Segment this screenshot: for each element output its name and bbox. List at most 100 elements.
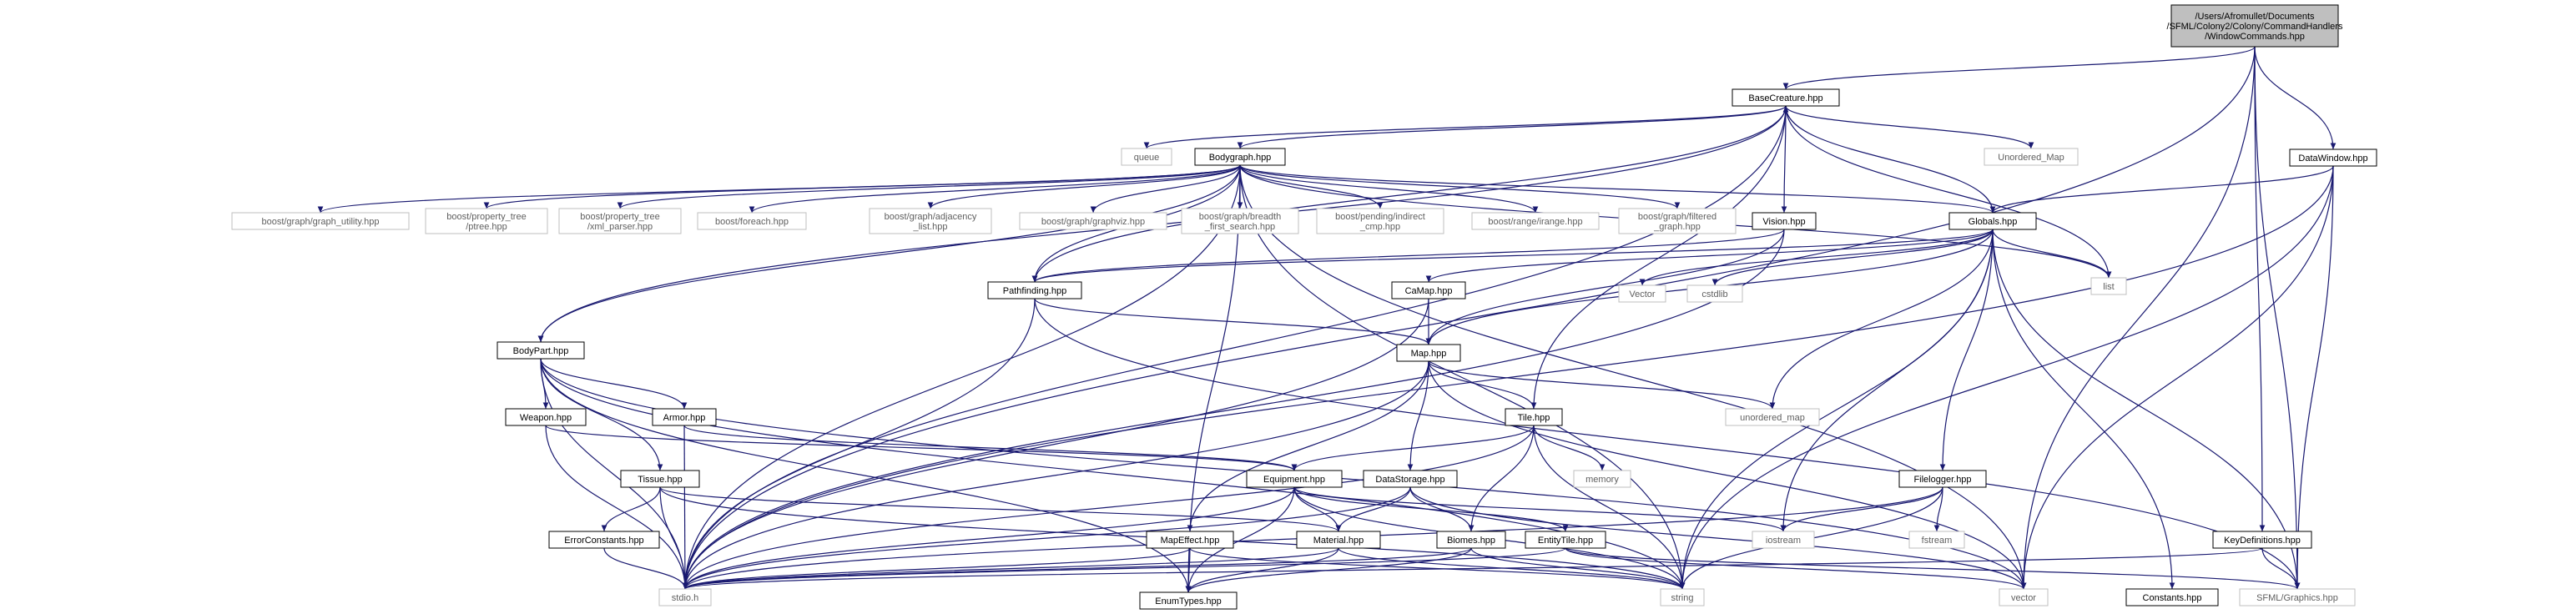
node-box <box>1908 531 1965 549</box>
edge-map-to-datastorage <box>1407 360 1429 471</box>
node-ptree: boost/property_tree/ptree.hpp <box>425 208 548 234</box>
node-basecreature[interactable]: BaseCreature.hpp <box>1732 88 1840 107</box>
node-globals[interactable]: Globals.hpp <box>1948 212 2037 230</box>
node-biomes[interactable]: Biomes.hpp <box>1436 531 1506 549</box>
node-armor[interactable]: Armor.hpp <box>652 408 717 426</box>
node-keydefinitions[interactable]: KeyDefinitions.hpp <box>2212 531 2312 549</box>
node-unordered-map-cap: Unordered_Map <box>1984 148 2079 166</box>
node-label: string <box>1671 593 1694 603</box>
node-weapon[interactable]: Weapon.hpp <box>505 408 587 426</box>
node-box <box>1732 88 1840 107</box>
node-box <box>1573 470 1631 488</box>
node-box <box>548 531 660 549</box>
node-box <box>620 470 700 488</box>
node-label: _first_search.hpp <box>1204 222 1275 232</box>
node-label: DataStorage.hpp <box>1375 475 1444 485</box>
node-bfs: boost/graph/breadth_first_search.hpp <box>1181 208 1299 234</box>
node-label: boost/graph/breadth <box>1199 212 1281 222</box>
edge-basecreature-to-list <box>1785 105 2112 279</box>
node-label: /Users/Afromullet/Documents <box>2195 12 2315 22</box>
edge-weapon-to-stdio <box>545 425 688 590</box>
node-box <box>1146 531 1234 549</box>
edge-globals-to-vector_cap <box>1639 229 1994 286</box>
node-vision[interactable]: Vision.hpp <box>1752 212 1817 230</box>
node-label: BaseCreature.hpp <box>1748 93 1822 103</box>
edge-window_commands-to-basecreature <box>1782 46 2256 90</box>
node-label: boost/foreach.hpp <box>715 217 789 227</box>
edge-globals-to-pathfinding <box>1031 229 1994 283</box>
node-label: Unordered_Map <box>1998 153 2064 163</box>
edge-globals-to-unordered_map <box>1769 229 1994 410</box>
edge-tile-to-biomes <box>1468 425 1535 532</box>
edge-datawindow-to-string <box>1679 165 2334 590</box>
node-filelogger[interactable]: Filelogger.hpp <box>1898 470 1987 488</box>
node-errorconstants[interactable]: ErrorConstants.hpp <box>548 531 660 549</box>
node-label: boost/graph/graph_utility.hpp <box>261 217 379 227</box>
node-label: Bodygraph.hpp <box>1209 153 1272 163</box>
node-label: /WindowCommands.hpp <box>2205 32 2305 42</box>
edge-bodygraph-to-foreach <box>749 164 1241 214</box>
node-label: ErrorConstants.hpp <box>564 536 643 546</box>
edge-equipment-to-enumtypes <box>1185 486 1295 593</box>
edge-tile-to-memory <box>1533 425 1606 471</box>
node-enumtypes[interactable]: EnumTypes.hpp <box>1139 591 1238 610</box>
edge-filelogger-to-iostream <box>1780 486 1943 532</box>
node-equipment[interactable]: Equipment.hpp <box>1246 470 1343 488</box>
node-map[interactable]: Map.hpp <box>1396 344 1461 362</box>
node-box <box>1396 344 1461 362</box>
edge-material-to-string <box>1338 547 1686 590</box>
node-label: Map.hpp <box>1411 349 1447 359</box>
node-graph-utility: boost/graph/graph_utility.hpp <box>231 212 410 230</box>
edge-datastorage-to-material <box>1335 486 1411 532</box>
node-label: Tissue.hpp <box>638 475 682 485</box>
node-material[interactable]: Material.hpp <box>1296 531 1381 549</box>
node-bodypart[interactable]: BodyPart.hpp <box>497 341 585 360</box>
edge-basecreature-to-queue <box>1143 105 1787 149</box>
edge-tissue-to-errorconstants <box>601 486 661 532</box>
edge-tile-to-equipment <box>1291 425 1535 471</box>
edge-bodygraph-to-vector <box>1239 164 2027 590</box>
node-foreach: boost/foreach.hpp <box>697 212 807 230</box>
node-box <box>558 208 682 234</box>
node-irange: boost/range/irange.hpp <box>1471 212 1600 230</box>
node-constants[interactable]: Constants.hpp <box>2125 588 2219 606</box>
node-datawindow[interactable]: DataWindow.hpp <box>2289 148 2377 167</box>
node-label: BodyPart.hpp <box>513 346 569 356</box>
edge-datawindow-to-sfml_graphics <box>2294 165 2334 590</box>
node-label: EnumTypes.hpp <box>1155 596 1222 606</box>
edge-equipment-to-entitytile <box>1293 486 1569 532</box>
node-tissue[interactable]: Tissue.hpp <box>620 470 700 488</box>
node-datastorage[interactable]: DataStorage.hpp <box>1363 470 1458 488</box>
node-mapeffect[interactable]: MapEffect.hpp <box>1146 531 1234 549</box>
node-label: _graph.hpp <box>1653 222 1701 232</box>
node-window-commands[interactable]: /Users/Afromullet/Documents/SFML/Colony2… <box>2167 4 2343 48</box>
node-box <box>1139 591 1238 610</box>
node-label: Tile.hpp <box>1518 413 1550 423</box>
node-tile[interactable]: Tile.hpp <box>1505 408 1563 426</box>
node-fstream: fstream <box>1908 531 1965 549</box>
edge-window_commands-to-vector <box>2020 46 2256 590</box>
edge-pathfinding-to-map <box>1034 298 1432 345</box>
node-box <box>1505 408 1563 426</box>
node-label: unordered_map <box>1740 413 1805 423</box>
node-entitytile[interactable]: EntityTile.hpp <box>1525 531 1606 549</box>
edge-bodygraph-to-filtered_graph <box>1239 164 1681 209</box>
node-bodygraph[interactable]: Bodygraph.hpp <box>1194 148 1286 166</box>
edge-equipment-to-iostream <box>1293 486 1787 532</box>
node-camap[interactable]: CaMap.hpp <box>1391 281 1466 299</box>
edge-map-to-unordered_map <box>1428 360 1776 410</box>
node-pathfinding[interactable]: Pathfinding.hpp <box>987 281 1082 299</box>
node-cstdlib: cstdlib <box>1686 284 1743 303</box>
node-vector: vector <box>1999 588 2049 606</box>
node-box <box>1725 408 1820 426</box>
node-box <box>1471 212 1600 230</box>
node-box <box>1948 212 2037 230</box>
edge-mapeffect-to-stdio <box>682 547 1191 590</box>
edge-bodygraph-to-graphviz <box>1090 164 1241 214</box>
node-box <box>1525 531 1606 549</box>
node-label: /xml_parser.hpp <box>587 222 653 232</box>
edge-bodypart-to-armor <box>540 358 688 410</box>
edge-bodygraph-to-adjacency <box>927 164 1241 209</box>
edge-tile-to-string <box>1533 425 1686 590</box>
node-label: iostream <box>1766 536 1801 546</box>
